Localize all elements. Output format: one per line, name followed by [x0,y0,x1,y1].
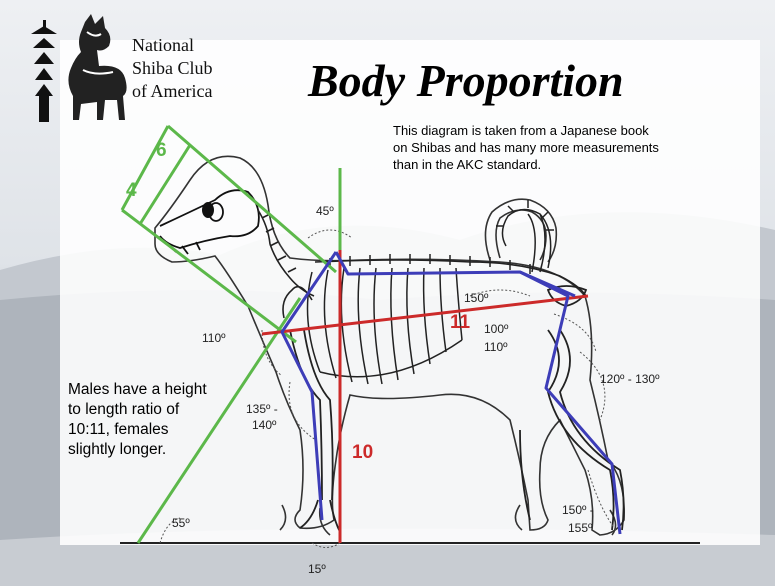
dog-outline [155,156,624,535]
angle-withers: 45º [316,204,334,218]
spine-ribs [308,214,587,384]
note-line: 10:11, females [68,420,258,440]
measurement-head-bottom: 4 [126,180,137,202]
angle-croup: 150º [464,291,488,305]
angle-hock-2: 155º [568,521,592,535]
measurement-head-top: 6 [156,140,167,162]
note-line: Males have a height [68,380,258,400]
angle-hock-1: 150º - [562,503,594,517]
head-line-top [168,126,336,272]
angle-shoulder: 110º [202,331,226,345]
rear-leg-line [520,272,620,534]
angle-hip-1: 100º [484,322,508,336]
topline [336,252,575,296]
note-line: to length ratio of [68,400,258,420]
measurement-height: 10 [352,442,373,464]
angle-ground: 55º [172,516,190,530]
skull [160,190,259,254]
eye-socket [202,202,214,218]
angle-pastern: 15º [308,562,326,576]
note-line: slightly longer. [68,440,258,460]
ratio-note: Males have a height to length ratio of 1… [68,380,258,460]
green-measurement-lines [122,126,340,543]
angle-stifle: 120º - 130º [600,372,659,386]
measurement-length: 11 [450,312,470,334]
angle-hip-2: 110º [484,340,508,354]
